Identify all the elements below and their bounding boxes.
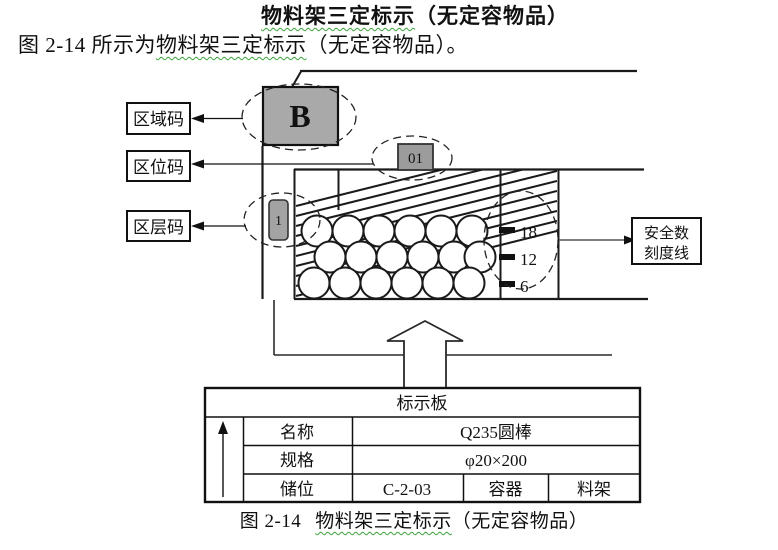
shelf-frame — [293, 168, 648, 301]
safety-note-line1: 安全数 — [644, 224, 689, 242]
marking-board-table: 标示板 名称 Q235圆棒 规格 φ20×200 储位 C-2-03 容器 料架 — [203, 386, 642, 504]
highlight-ellipses — [241, 83, 559, 290]
intro-marked-text: 物料架三定标示 — [156, 33, 307, 57]
title-marked-text: 物料架三定标示 — [261, 4, 415, 28]
scale-tick-label: 18 — [520, 223, 537, 242]
safety-note-box — [631, 217, 702, 265]
scale-ellipse — [483, 190, 559, 290]
bar-circle — [390, 266, 424, 300]
location-badge — [397, 143, 434, 171]
safety-note-arrowhead — [624, 235, 636, 245]
scale-tick-label: 6 — [520, 277, 529, 296]
board-row-label: 名称 — [280, 423, 314, 442]
scale-tick — [499, 227, 515, 233]
round-bars — [297, 214, 497, 300]
zone-badge-label: B — [289, 98, 310, 134]
board-title: 标示板 — [397, 394, 448, 413]
layer-callout-box — [126, 210, 191, 242]
bar-circle — [328, 266, 362, 300]
intro-prefix-text: 图 2-14 所示为 — [18, 33, 156, 57]
layer-ellipse — [243, 192, 321, 248]
up-block-arrow — [386, 319, 464, 390]
scale-tick-label: 12 — [520, 250, 537, 269]
scale-tick — [499, 281, 515, 287]
layer-badge-label: 1 — [275, 214, 282, 229]
board-row-cell: 容器 — [489, 480, 523, 499]
bar-circle — [421, 266, 455, 300]
zone-ellipse — [241, 83, 357, 151]
board-row-label: 储位 — [280, 480, 314, 499]
bar-circle — [297, 266, 331, 300]
caption-suffix-text: （无定容物品） — [451, 511, 589, 532]
layer-badge — [268, 199, 289, 241]
location-badge-label: 01 — [408, 151, 423, 167]
board-row-value: C-2-03 — [383, 480, 431, 499]
board-row-value: Q235圆棒 — [460, 423, 532, 442]
board-row-label: 规格 — [280, 451, 314, 470]
safety-note-line2: 刻度线 — [644, 245, 689, 262]
zone-badge — [261, 85, 340, 147]
bar-circle — [452, 266, 486, 300]
caption-marked-text: 物料架三定标示 — [315, 511, 452, 532]
board-row-cell: 料架 — [577, 480, 611, 499]
intro-sentence: 图 2-14 所示为物料架三定标示（无定容物品）。 — [18, 33, 468, 57]
callout-boxes — [126, 102, 191, 242]
caption-figure-number: 图 2-14 — [239, 511, 302, 532]
figure-caption: 图 2-14 物料架三定标示（无定容物品） — [0, 511, 778, 533]
safety-scale: 18 12 6 — [499, 223, 537, 296]
bar-circle — [359, 266, 393, 300]
intro-suffix-text: （无定容物品）。 — [306, 33, 468, 57]
callout-arrowheads — [191, 114, 204, 231]
location-callout-box — [126, 150, 191, 182]
location-ellipse — [371, 135, 453, 181]
zone-callout-box — [126, 102, 191, 135]
layer-callout-label: 区层码 — [133, 218, 184, 237]
scale-tick — [499, 254, 515, 260]
zone-callout-label: 区域码 — [133, 110, 184, 129]
board-up-arrowhead — [218, 421, 228, 434]
page-title: 物料架三定标示（无定容物品） — [0, 4, 778, 28]
title-rest-text: （无定容物品） — [415, 4, 569, 28]
location-callout-label: 区位码 — [133, 158, 184, 177]
board-row-value: φ20×200 — [465, 451, 527, 470]
